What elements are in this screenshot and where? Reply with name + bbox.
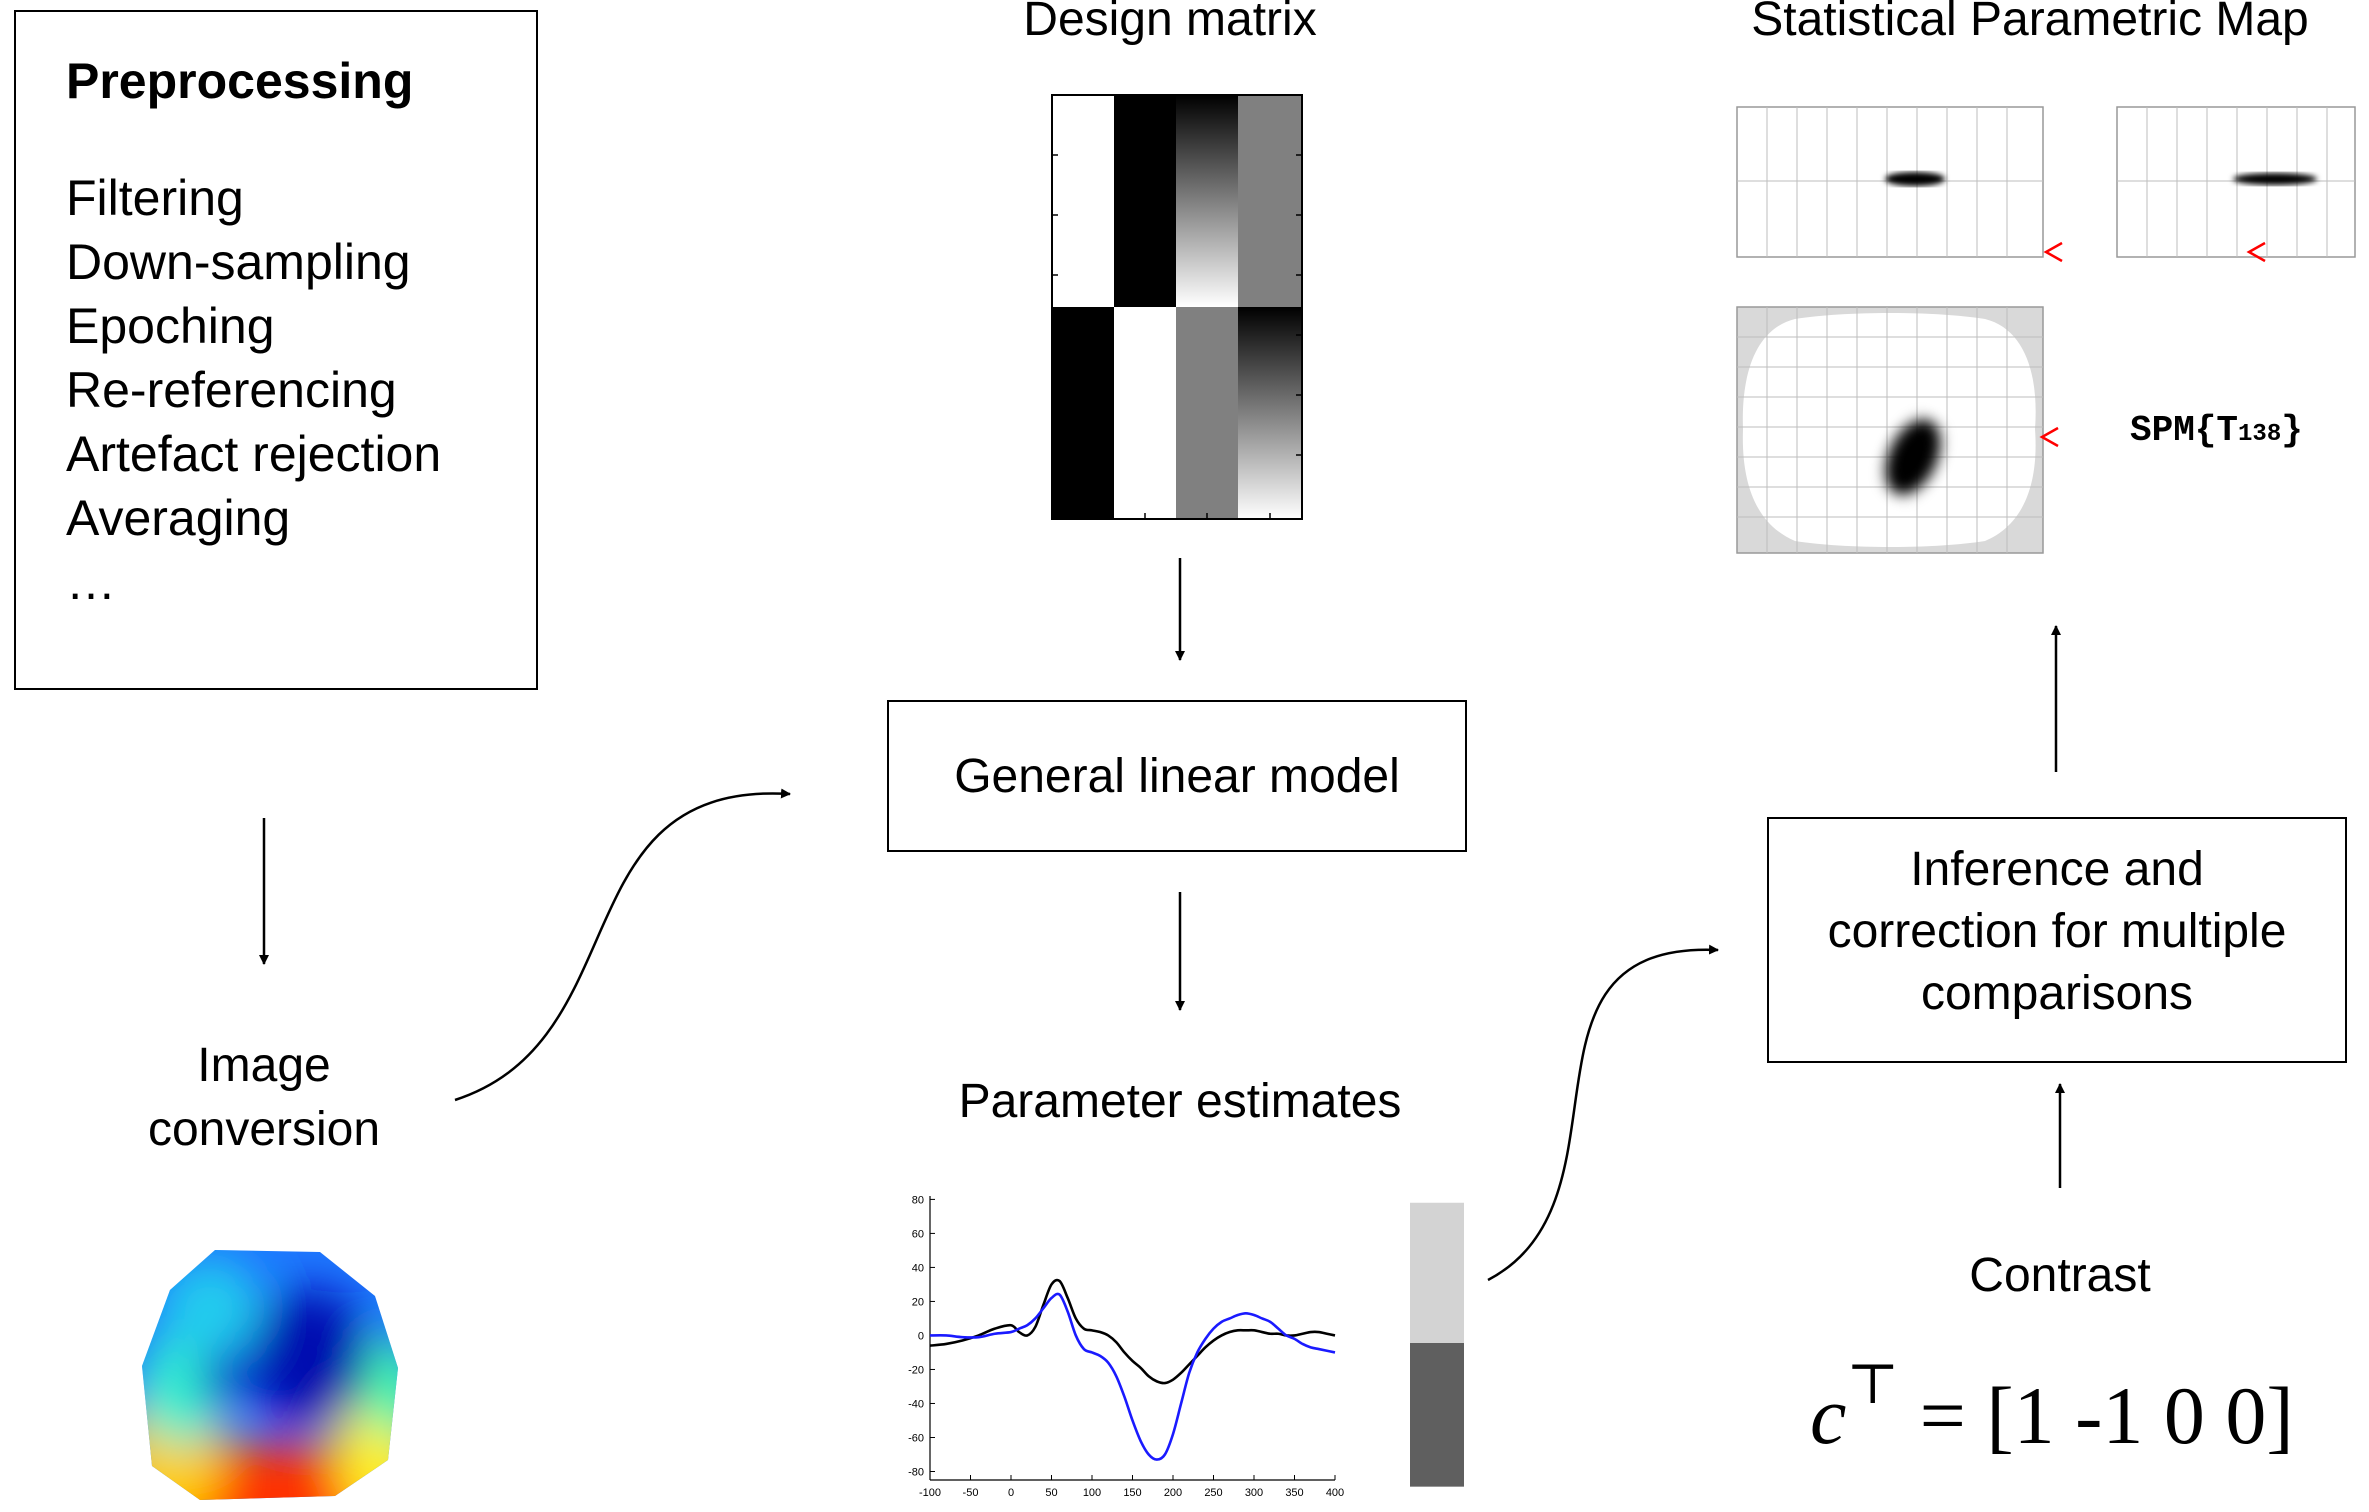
preprocessing-item-averaging: Averaging xyxy=(66,490,291,546)
image-conversion-label: Image conversion xyxy=(147,1039,381,1156)
spm-axial-view xyxy=(1736,306,2044,554)
contrast-var: c xyxy=(1810,1370,1847,1461)
preprocessing-item-ellipsis: … xyxy=(66,554,116,610)
spm-title: Statistical Parametric Map xyxy=(1751,0,2309,46)
beta-1-block xyxy=(1410,1202,1464,1343)
glm-box: General linear model xyxy=(887,700,1467,852)
erp-y-tick-label: 80 xyxy=(912,1194,924,1206)
contrast-rhs: = [1 -1 0 0] xyxy=(1919,1370,2294,1461)
preprocessing-title: Preprocessing xyxy=(66,53,414,109)
erp-x-tick-label: 200 xyxy=(1164,1487,1182,1499)
contrast-label: Contrast xyxy=(1969,1249,2151,1302)
erp-y-tick-label: -60 xyxy=(908,1432,924,1444)
spm-coronal-view xyxy=(2116,106,2356,258)
preprocessing-item-filtering: Filtering xyxy=(66,170,244,226)
preprocessing-item-down-sampling: Down-sampling xyxy=(66,234,411,290)
arrow-estimates-to-inference xyxy=(1487,944,1719,1282)
spm-t-label: SPM{T138} xyxy=(2130,410,2303,451)
erp-x-tick-label: 350 xyxy=(1285,1487,1303,1499)
spm-t-label-end: } xyxy=(2281,410,2303,451)
design-matrix-image xyxy=(1051,94,1303,520)
preprocessing-item-re-referencing: Re-referencing xyxy=(66,362,397,418)
erp-series-line-2 xyxy=(929,1292,1336,1461)
beta-2-block xyxy=(1410,1343,1464,1487)
erp-x-tick-label: 0 xyxy=(1008,1487,1014,1499)
design-matrix-title: Design matrix xyxy=(1023,0,1317,46)
erp-x-tick-label: 50 xyxy=(1045,1487,1057,1499)
erp-x-tick-label: -100 xyxy=(919,1487,941,1499)
erp-x-tick-label: 250 xyxy=(1204,1487,1222,1499)
parameter-estimates-title: Parameter estimates xyxy=(958,1075,1402,1128)
spm-marker-1 xyxy=(2043,241,2063,263)
inference-box: Inference and correction for multiple co… xyxy=(1767,817,2347,1063)
erp-y-tick-label: 0 xyxy=(918,1330,924,1342)
spm-t-label-main: SPM{T xyxy=(2130,410,2239,451)
erp-chart: -80 -60 -40 -20 0 20 40 60 80 -100 -50 0 50 100 150 200… xyxy=(908,1194,1344,1499)
spm-t-label-subscript: 138 xyxy=(2238,421,2282,448)
erp-x-tick-label: 300 xyxy=(1245,1487,1263,1499)
spm-sagittal-view xyxy=(1736,106,2044,258)
contrast-formula: c⊤ = [1 -1 0 0] xyxy=(1810,1352,2294,1463)
erp-y-tick-label: -80 xyxy=(908,1466,924,1478)
preprocessing-item-epoching: Epoching xyxy=(66,298,275,354)
beta-estimates-bar xyxy=(1410,1202,1464,1487)
erp-y-tick-label: 60 xyxy=(912,1228,924,1240)
erp-x-tick-label: -50 xyxy=(963,1487,979,1499)
erp-y-tick-label: -20 xyxy=(908,1364,924,1376)
inference-label: Inference and correction for multiple co… xyxy=(1827,843,2287,1020)
contrast-transpose: ⊤ xyxy=(1846,1354,1900,1416)
erp-y-tick-label: 40 xyxy=(912,1262,924,1274)
erp-series-line-1 xyxy=(929,1278,1336,1385)
erp-x-tick-label: 100 xyxy=(1083,1487,1101,1499)
spm-marker-3 xyxy=(2039,426,2059,448)
spm-marker-2 xyxy=(2246,241,2266,263)
preprocessing-list: Filtering Down-sampling Epoching Re-refe… xyxy=(66,166,536,614)
scalp-topography-map xyxy=(142,1250,398,1500)
arrow-image-to-glm xyxy=(454,788,791,1102)
erp-x-tick-label: 400 xyxy=(1326,1487,1344,1499)
erp-y-tick-label: -40 xyxy=(908,1398,924,1410)
erp-y-tick-label: 20 xyxy=(912,1296,924,1308)
glm-label: General linear model xyxy=(954,750,1400,803)
preprocessing-box: Preprocessing Filtering Down-sampling Ep… xyxy=(14,10,538,690)
preprocessing-item-artefact-rejection: Artefact rejection xyxy=(66,426,442,482)
erp-x-tick-label: 150 xyxy=(1123,1487,1141,1499)
